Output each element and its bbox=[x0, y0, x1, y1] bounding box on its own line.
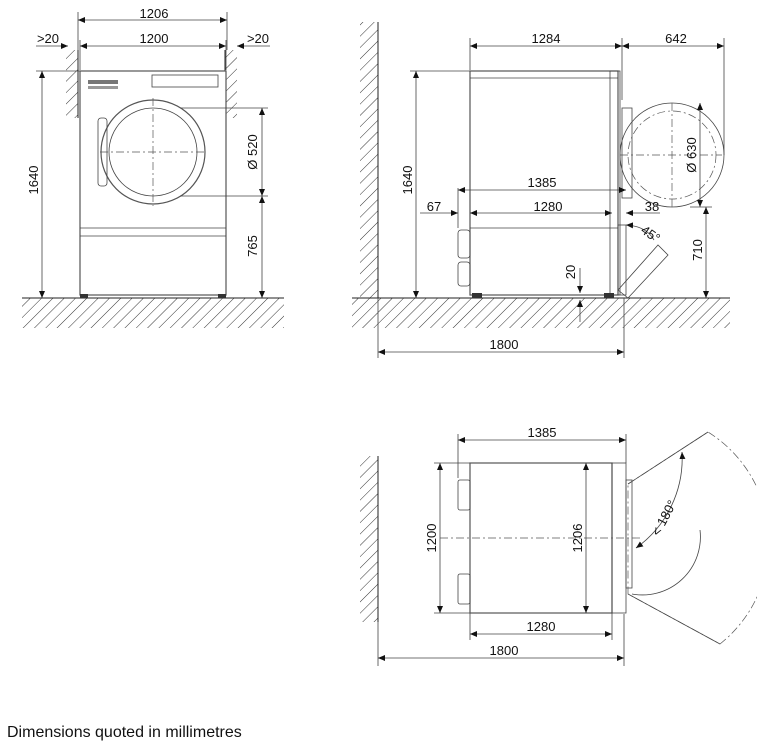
top-view: < 180° 1385 1200 1206 1280 1800 bbox=[360, 425, 757, 666]
front-view: 1206 1200 >20 >20 1640 Ø 520 765 bbox=[22, 6, 284, 328]
side-wall bbox=[360, 22, 378, 298]
front-clearance-right-label: >20 bbox=[247, 31, 269, 46]
top-wall bbox=[360, 456, 378, 622]
side-door-height-label: 710 bbox=[690, 239, 705, 261]
front-clearance-left-label: >20 bbox=[37, 31, 59, 46]
side-front-offset-label: 38 bbox=[645, 199, 659, 214]
side-door-45-open bbox=[617, 244, 669, 299]
front-door-diameter-label: Ø 520 bbox=[245, 134, 260, 169]
side-total-depth-label: 1800 bbox=[490, 337, 519, 352]
side-foot-height-label: 20 bbox=[563, 265, 578, 279]
front-wall-left bbox=[66, 50, 78, 118]
front-control-panel bbox=[151, 74, 219, 88]
front-door-height-label: 765 bbox=[245, 235, 260, 257]
dimensions-caption: Dimensions quoted in millimetres bbox=[7, 724, 242, 741]
top-door-angle-label: < 180° bbox=[648, 498, 679, 539]
top-width-outer-label: 1200 bbox=[424, 524, 439, 553]
side-door-swing-label: 642 bbox=[665, 31, 687, 46]
front-overall-width-label: 1206 bbox=[140, 6, 169, 21]
side-depth-with-rear-label: 1385 bbox=[528, 175, 557, 190]
top-width-inner-label: 1206 bbox=[570, 524, 585, 553]
side-floor-hatch bbox=[352, 298, 730, 328]
top-rear-duct-lower bbox=[457, 573, 471, 605]
side-depth-label: 1284 bbox=[532, 31, 561, 46]
side-view: 1284 642 1640 1385 67 1280 38 45° Ø 630 … bbox=[352, 22, 730, 358]
side-height-label: 1640 bbox=[400, 166, 415, 195]
side-door-angle-label: 45° bbox=[638, 222, 663, 246]
top-total-depth-label: 1800 bbox=[490, 643, 519, 658]
side-rear-duct-lower bbox=[457, 261, 471, 287]
top-rear-duct-upper bbox=[457, 479, 471, 511]
front-wall-right bbox=[225, 50, 237, 118]
side-machine-body bbox=[469, 70, 619, 296]
side-base-depth-label: 1280 bbox=[534, 199, 563, 214]
side-rear-duct-upper bbox=[457, 229, 471, 259]
top-depth-with-rear-label: 1385 bbox=[528, 425, 557, 440]
top-door-swing-arc bbox=[627, 431, 757, 645]
side-rear-offset-label: 67 bbox=[427, 199, 441, 214]
front-height-label: 1640 bbox=[26, 166, 41, 195]
brand-logo bbox=[88, 80, 118, 89]
front-body-width-label: 1200 bbox=[140, 31, 169, 46]
side-door-diameter-label: Ø 630 bbox=[684, 137, 699, 172]
front-floor-hatch bbox=[22, 298, 284, 328]
top-base-depth-label: 1280 bbox=[527, 619, 556, 634]
